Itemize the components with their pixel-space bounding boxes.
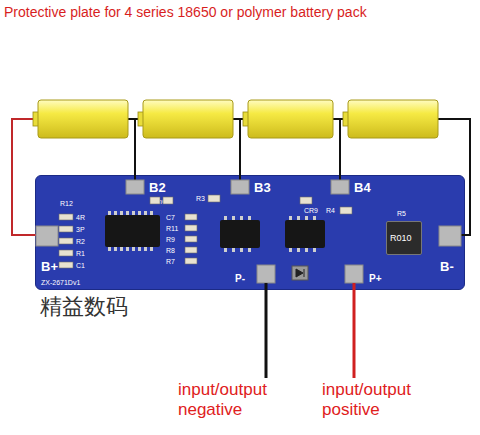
leader-line [265, 283, 268, 378]
silk-label: R1 [76, 250, 85, 258]
silk-label: R12 [60, 200, 73, 208]
shunt-resistor: R5R010 [386, 221, 422, 255]
callout-text: input/output negative [178, 380, 288, 421]
series-wire [333, 118, 348, 120]
battery-cell [248, 100, 333, 138]
page-title: Protective plate for 4 series 18650 or p… [4, 4, 476, 21]
cell-terminal [243, 112, 249, 126]
balance-wire [239, 119, 241, 182]
silk-label: 4R [76, 214, 85, 222]
board-code: ZX-2671Dv1 [41, 279, 80, 287]
series-wire [233, 118, 248, 120]
silk-label: R8 [166, 247, 175, 255]
battery-cell [143, 100, 233, 138]
silk-label: R5 [397, 210, 406, 218]
silk-label: R3 [196, 195, 205, 203]
silk-label: R7 [166, 258, 175, 266]
silk-label: CR9 [304, 207, 318, 215]
cell-terminal [33, 112, 39, 126]
silk-label: R9 [166, 236, 175, 244]
pad-label: B2 [149, 181, 166, 195]
pad-label: P- [235, 273, 245, 284]
silk-label: C7 [166, 214, 175, 222]
pad-label: B4 [354, 181, 371, 195]
pad-label: B- [440, 260, 454, 274]
silk-label: R11 [166, 225, 178, 233]
silk-label: C1 [76, 262, 85, 270]
balance-wire [339, 119, 341, 182]
watermark: 精益数码 [40, 294, 180, 320]
resistor-value: R010 [390, 234, 412, 244]
series-wire [128, 118, 143, 120]
silk-label: R2 [76, 238, 85, 246]
leader-line [353, 283, 356, 378]
battery-cell [38, 100, 128, 138]
cell-terminal [138, 112, 144, 126]
positive-wire [12, 119, 36, 235]
silk-label: R4 [326, 207, 335, 215]
silk-label: 3P [76, 226, 85, 234]
callout-text: input/output positive [322, 380, 442, 421]
pad-label: B+ [41, 260, 58, 274]
battery-cell [348, 100, 438, 138]
pad-label: P+ [369, 273, 382, 284]
pcb-board: B2 B3 B4B+ B- P- P+ R12 R3 RnC3C7R11R9R8R7 4R 3P R2… [35, 175, 465, 290]
pad-label: B3 [254, 181, 271, 195]
balance-wire [134, 119, 136, 182]
silk-label: RnC3 [153, 198, 171, 206]
cell-terminal [343, 112, 349, 126]
